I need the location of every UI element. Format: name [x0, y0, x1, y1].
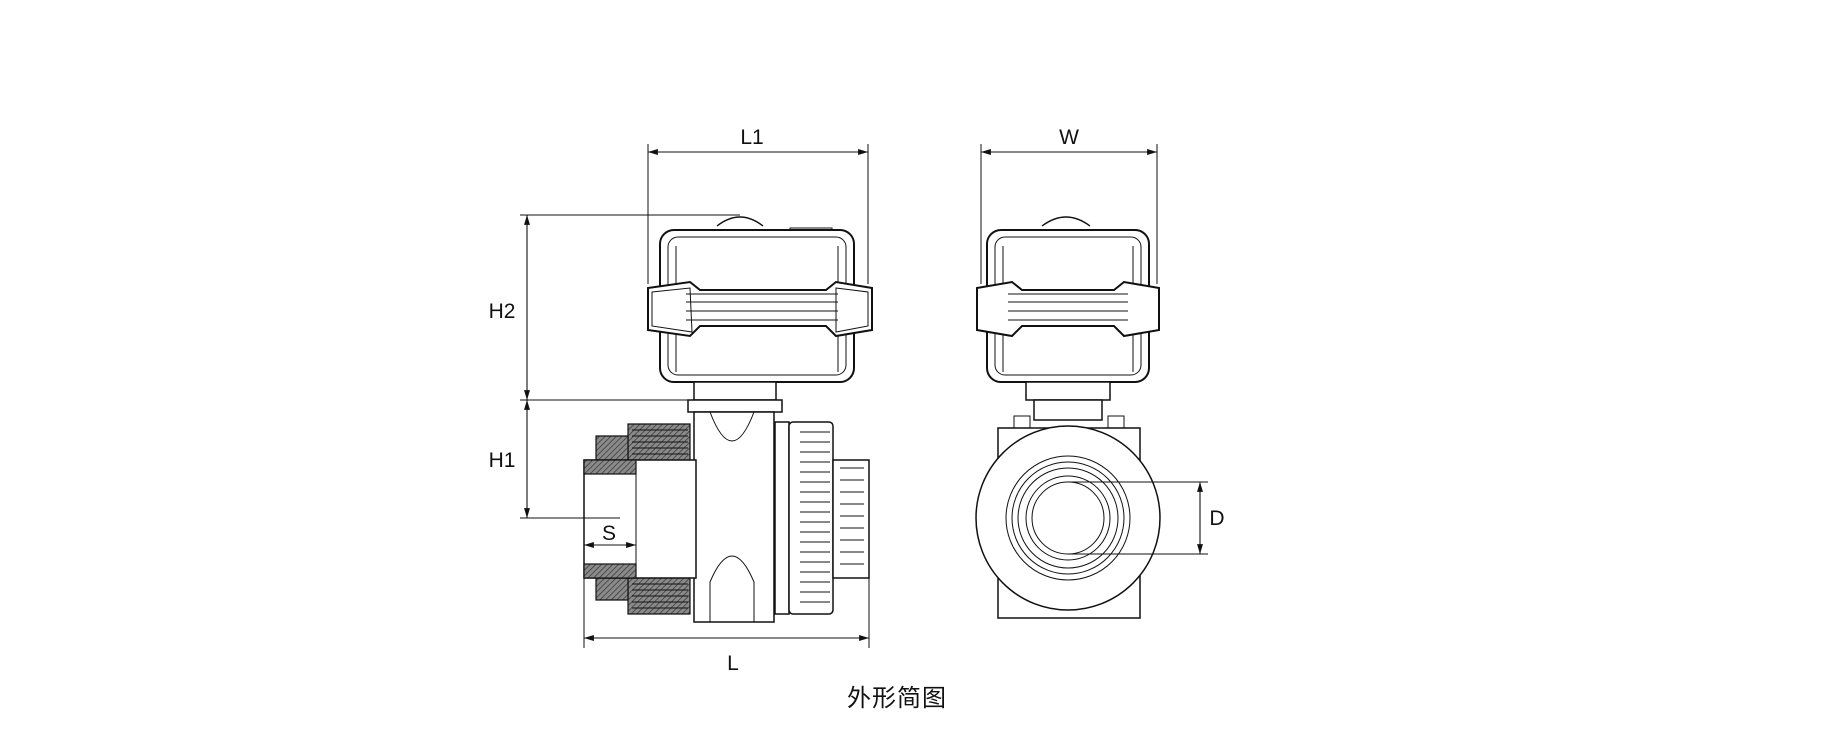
- dim-label-d: D: [1209, 507, 1224, 530]
- front-actuator: [647, 216, 873, 423]
- dim-label-l: L: [727, 652, 739, 675]
- side-valve-body: [975, 425, 1161, 619]
- front-valve-body: [583, 411, 870, 623]
- dim-label-h1: H1: [489, 449, 516, 472]
- dim-label-w: W: [1059, 126, 1079, 149]
- side-actuator: [976, 216, 1160, 433]
- dimension-lines-side: [980, 144, 1208, 555]
- dim-label-s: S: [602, 522, 616, 545]
- dim-label-h2: H2: [489, 300, 516, 323]
- side-view: [975, 144, 1208, 619]
- figure-caption: 外形简图: [847, 684, 947, 712]
- dimension-lines-front: [520, 144, 870, 648]
- dim-label-l1: L1: [740, 126, 763, 149]
- front-view: [520, 144, 873, 648]
- union-nut-ribs: [800, 431, 830, 603]
